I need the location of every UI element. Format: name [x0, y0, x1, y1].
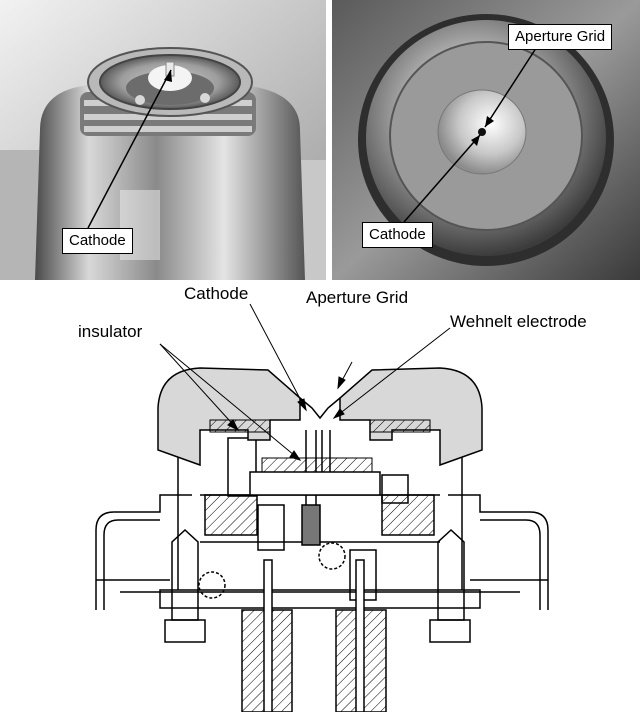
aperture-grid-label: Aperture Grid [508, 24, 613, 50]
insulator-pointer-1 [159, 343, 239, 431]
diagram-wehnelt-label: Wehnelt electrode [450, 312, 587, 331]
photo-left-drawing [0, 0, 326, 280]
housing-right-outline [448, 494, 549, 610]
wehnelt-cap-left [157, 367, 301, 467]
diagram-cathode-label: Cathode [184, 284, 249, 303]
insulator-upper-right [369, 419, 431, 433]
wehnelt-diagram-pointer [333, 327, 451, 419]
base-plate [159, 589, 481, 609]
photo-electron-gun-assembly: Cathode [0, 0, 326, 280]
cathode-pointer-line [87, 69, 172, 229]
aperture-grid-tip [299, 397, 341, 420]
right-upper-screw [381, 474, 409, 504]
diagram-aperture-grid-label: Aperture Grid [306, 288, 409, 307]
detail-circle-left [198, 571, 226, 599]
cathode-support [301, 504, 321, 546]
insulator-pointer-2 [159, 343, 301, 461]
cathode-closeup-pointer-line [403, 134, 481, 223]
cathode-label: Cathode [62, 228, 133, 254]
cross-section-drawing [95, 303, 549, 713]
cathode-closeup-label: Cathode [362, 222, 433, 248]
detail-circle-center [318, 542, 346, 570]
photo-right-drawing [332, 0, 640, 280]
right-bolt [437, 528, 465, 621]
wehnelt-cap-right [339, 367, 483, 467]
insulator-upper-left [209, 419, 271, 433]
housing-left-outline [95, 494, 192, 610]
left-upper-screw [227, 437, 257, 497]
cathode-closeup-pointer-arrowhead [471, 135, 480, 146]
insulator-lower [261, 457, 373, 473]
left-mid-screw [257, 504, 285, 551]
cathode-diagram-pointer [249, 303, 307, 411]
photo-cathode-closeup: Aperture Grid Cathode [332, 0, 640, 280]
electron-gun-cross-section: Cathode Aperture Grid insulator Wehnelt … [0, 280, 640, 713]
left-clamp-block [204, 494, 258, 536]
diagram-insulator-label: insulator [78, 322, 143, 341]
right-clamp-block [381, 494, 435, 536]
aperture-grid-pointer-line [484, 41, 541, 128]
cathode-pointer-arrowhead [164, 70, 172, 82]
left-bolt [171, 528, 199, 621]
aperture-grid-pointer-arrowhead [485, 116, 494, 127]
